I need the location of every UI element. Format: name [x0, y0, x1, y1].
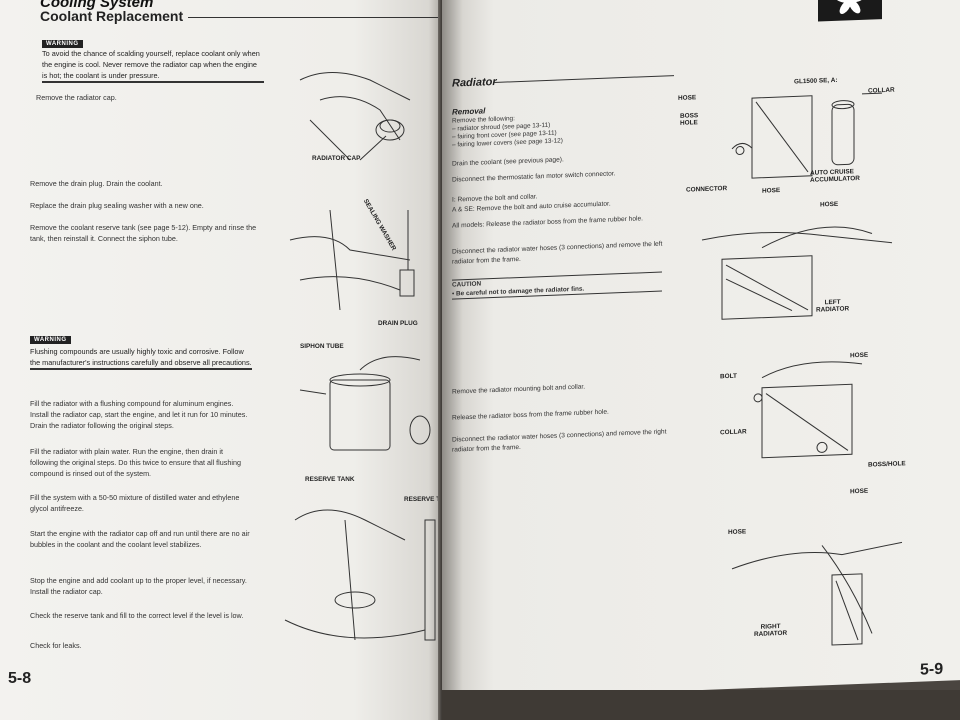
step-remove-cap: Remove the radiator cap.: [36, 93, 117, 102]
step-remove-bolt: I: Remove the bolt and collar. A & SE: R…: [452, 193, 611, 214]
left-page: Cooling System Coolant Replacement WARNI…: [0, 0, 453, 720]
section-title: Coolant Replacement: [40, 8, 184, 24]
drain-plug-illustration: [289, 209, 415, 311]
warning-box-2: Flushing compounds are usually highly to…: [30, 346, 252, 370]
label-drain-plug: DRAIN PLUG: [378, 320, 418, 327]
chapter-tab: [818, 0, 882, 22]
title-rule: [188, 17, 438, 18]
warning-box: To avoid the chance of scalding yourself…: [42, 48, 264, 83]
warning-badge: WARNING: [42, 40, 83, 48]
step-water: Fill the radiator with plain water. Run …: [30, 447, 241, 478]
label-hose-6: HOSE: [728, 528, 747, 537]
fan-icon: [834, 0, 866, 14]
step-drain: Remove the drain plug. Drain the coolant…: [30, 179, 163, 188]
warning-text: To avoid the chance of scalding yourself…: [42, 49, 260, 80]
radiator-title-rule: [494, 75, 674, 84]
radiator-title: Radiator: [452, 75, 497, 90]
step-disconnect-right: Disconnect the radiator water hoses (3 c…: [452, 428, 667, 454]
page-shadow: [442, 690, 960, 720]
label-hose-4: HOSE: [850, 351, 869, 360]
caution-box: CAUTION • Be careful not to damage the r…: [452, 271, 662, 300]
label-right-radiator: RIGHT RADIATOR: [754, 622, 788, 639]
label-reserve-tank: RESERVE TANK: [305, 476, 355, 483]
step-bubbles: Start the engine with the radiator cap o…: [30, 529, 250, 549]
right-radiator-bolt-illustration: [753, 361, 863, 459]
label-hose: HOSE: [678, 94, 697, 102]
page-number-left: 5-8: [8, 670, 32, 687]
label-collar: COLLAR: [868, 86, 895, 95]
label-siphon-tube: SIPHON TUBE: [300, 343, 344, 350]
step-reserve-tank: Remove the coolant reserve tank (see pag…: [30, 223, 257, 243]
label-boss-hole: BOSS HOLE: [680, 112, 699, 127]
left-radiator-hose-illustration: [701, 226, 893, 320]
step-mixture: Fill the system with a 50-50 mixture of …: [30, 493, 240, 513]
label-left-radiator: LEFT RADIATOR: [816, 298, 850, 314]
label-boss-hole-2: BOSS/HOLE: [868, 460, 906, 469]
step-remove-mounting-bolt: Remove the radiator mounting bolt and co…: [452, 383, 586, 396]
chapter-title: Cooling System: [40, 0, 154, 11]
label-auto-cruise: AUTO CRUISE ACCUMULATOR: [810, 168, 860, 184]
removal-list: Remove the following: – radiator shroud …: [452, 113, 563, 149]
step-disconnect-connector: Disconnect the thermostatic fan motor sw…: [452, 170, 616, 184]
label-hose-2: HOSE: [762, 187, 781, 195]
left-radiator-top-illustration: [731, 92, 882, 179]
step-release-boss: All models: Release the radiator boss fr…: [452, 215, 643, 230]
label-radiator-cap: RADIATOR CAP: [312, 155, 361, 162]
label-collar-2: COLLAR: [720, 428, 747, 437]
warning-badge-2: WARNING: [30, 336, 71, 344]
right-page: Radiator Removal Remove the following: –…: [442, 0, 960, 700]
step-check-tank: Check the reserve tank and fill to the c…: [30, 611, 244, 620]
page-number-right: 5-9: [920, 660, 944, 679]
reserve-tank-illustration: [299, 356, 431, 451]
warning-text-2: Flushing compounds are usually highly to…: [30, 347, 252, 367]
label-hose-5: HOSE: [850, 487, 869, 496]
right-radiator-hose-illustration: [731, 541, 903, 646]
step-disconnect-hoses: Disconnect the radiator water hoses (3 c…: [452, 240, 663, 266]
removal-subtitle: Removal: [452, 106, 486, 117]
coolant-fill-illustration: [284, 509, 436, 641]
radiator-cap-illustration: [299, 72, 411, 161]
step-add-coolant: Stop the engine and add coolant up to th…: [30, 576, 247, 596]
step-drain-coolant: Drain the coolant (see previous page).: [452, 156, 564, 168]
step-check-leaks: Check for leaks.: [30, 641, 82, 650]
step-washer: Replace the drain plug sealing washer wi…: [30, 201, 204, 210]
label-hose-3: HOSE: [820, 200, 839, 209]
label-bolt: BOLT: [720, 372, 737, 381]
step-release-boss-right: Release the radiator boss from the frame…: [452, 408, 609, 422]
step-flush: Fill the radiator with a flushing compou…: [30, 399, 248, 430]
label-reserve-tank-2: RESERVE TANK: [404, 496, 454, 503]
